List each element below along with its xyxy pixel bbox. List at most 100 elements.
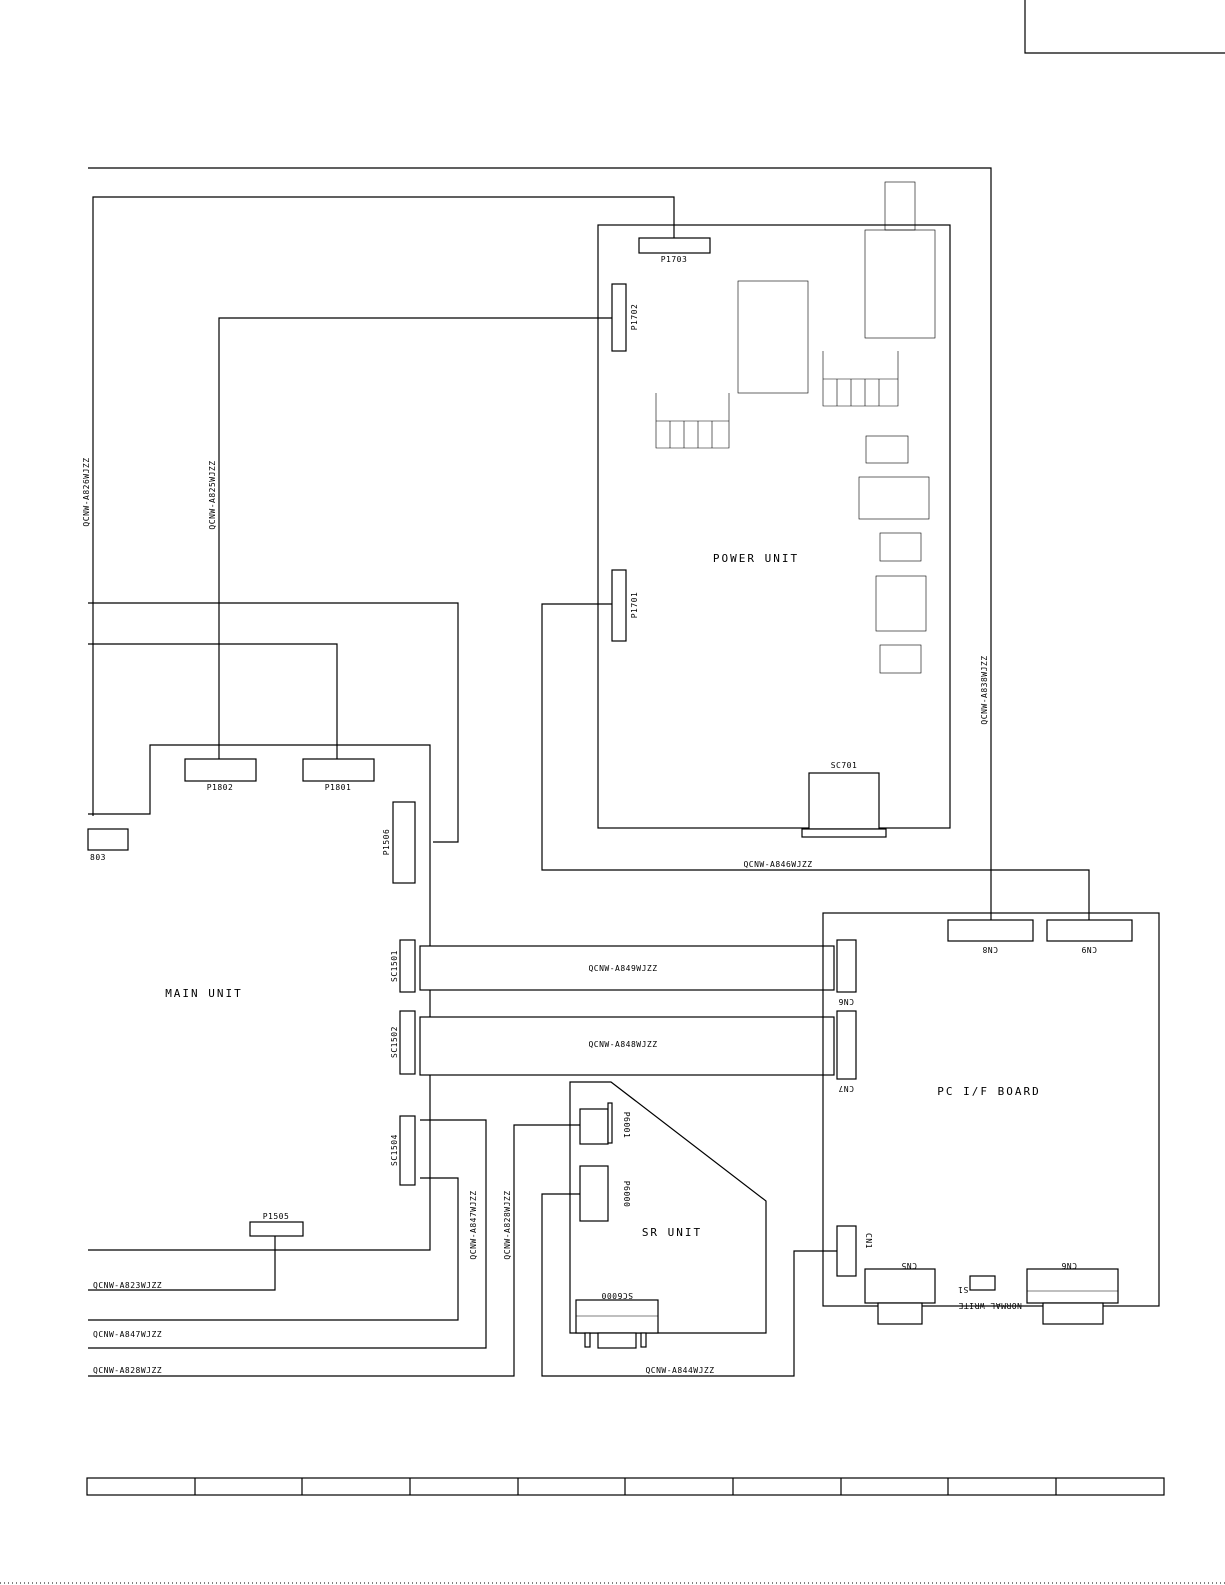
label-cn7: CN7 xyxy=(838,1084,854,1093)
power-unit-label: POWER UNIT xyxy=(713,552,799,565)
label-a828: QCNW-A828WJZZ xyxy=(93,1366,162,1375)
label-a848: QCNW-A848WJZZ xyxy=(588,1040,657,1049)
connector-p6001-tab xyxy=(607,1102,613,1144)
cable-labels: QCNW-A826WJZZ QCNW-A825WJZZ QCNW-A838WJZ… xyxy=(82,457,989,1375)
connector-p1505 xyxy=(249,1221,304,1237)
label-p6000: P6000 xyxy=(622,1181,631,1208)
wires xyxy=(88,167,1090,1377)
wire-a838 xyxy=(88,167,992,920)
connector-sc1502 xyxy=(399,1010,416,1075)
label-p1803: 803 xyxy=(90,853,106,862)
flat-cable-a849 xyxy=(419,945,835,991)
wire-p1801 xyxy=(88,643,338,759)
connector-cn1 xyxy=(836,1225,857,1277)
label-a847: QCNW-A847WJZZ xyxy=(93,1330,162,1339)
component-ic-1 xyxy=(865,435,909,464)
label-p1506: P1506 xyxy=(382,829,391,856)
label-a823: QCNW-A823WJZZ xyxy=(93,1281,162,1290)
component-transformer xyxy=(737,280,809,394)
connector-sc6000-plug xyxy=(597,1332,637,1349)
connector-p1702 xyxy=(611,283,627,352)
heatsink-left xyxy=(655,393,730,449)
label-p1801: P1801 xyxy=(325,783,352,792)
flat-cables: QCNW-A849WJZZ QCNW-A848WJZZ xyxy=(419,945,835,1076)
component-filter-block xyxy=(864,229,936,339)
label-sc1502: SC1502 xyxy=(390,1026,399,1058)
main-unit: P1802 P1801 803 P1506 SC1501 SC1502 SC15… xyxy=(87,758,416,1237)
label-a828-vertical: QCNW-A828WJZZ xyxy=(503,1190,512,1259)
label-p1505: P1505 xyxy=(263,1212,290,1221)
label-cn8: CN8 xyxy=(982,945,998,954)
grid-strip xyxy=(86,1477,1165,1496)
pcif-board-outline xyxy=(822,912,1160,1307)
label-sc701: SC701 xyxy=(831,761,858,770)
wire-a828b xyxy=(88,1124,580,1377)
component-fuse-holder xyxy=(884,181,916,231)
connector-cn6 xyxy=(836,939,857,993)
pcif-board: CN8 CN9 CN6 CN7 CN1 PC I/F BOARD CN5 CN6… xyxy=(822,912,1160,1325)
connector-cn6-db-plug xyxy=(1042,1302,1104,1325)
label-a844: QCNW-A844WJZZ xyxy=(645,1366,714,1375)
component-ic-3 xyxy=(879,532,922,562)
component-ic-2 xyxy=(858,476,930,520)
connector-cn9 xyxy=(1046,919,1133,942)
label-a847-vertical: QCNW-A847WJZZ xyxy=(469,1190,478,1259)
heatsink-right xyxy=(822,351,899,407)
label-cn1: CN1 xyxy=(864,1233,873,1249)
wire-a844 xyxy=(541,1193,837,1377)
wire-p1505 xyxy=(88,1233,276,1291)
wire-p1803 xyxy=(88,744,431,1251)
label-cn6-db: CN6 xyxy=(1061,1261,1077,1270)
connector-sc701 xyxy=(808,772,880,830)
connector-p6001 xyxy=(579,1108,609,1145)
label-sc1504: SC1504 xyxy=(390,1134,399,1166)
label-sc1501: SC1501 xyxy=(390,950,399,982)
connector-cn7 xyxy=(836,1010,857,1080)
label-cn5: CN5 xyxy=(901,1261,917,1270)
wire-a847 xyxy=(88,1177,459,1321)
power-unit-board xyxy=(597,224,951,829)
label-a849: QCNW-A849WJZZ xyxy=(588,964,657,973)
connector-cn6-db xyxy=(1026,1268,1119,1304)
sr-unit: P6001 P6000 SR UNIT SC6000 xyxy=(569,1081,767,1349)
wire-p1506 xyxy=(88,602,459,843)
label-cn6: CN6 xyxy=(838,997,854,1006)
label-p6001: P6001 xyxy=(622,1112,631,1139)
label-p1703: P1703 xyxy=(661,255,688,264)
switch-s1 xyxy=(969,1275,996,1291)
connector-sc6000-screw-l xyxy=(584,1332,591,1348)
label-a825: QCNW-A825WJZZ xyxy=(208,460,217,529)
connector-p1802 xyxy=(184,758,257,782)
label-a838: QCNW-A838WJZZ xyxy=(980,655,989,724)
connector-sc1504 xyxy=(399,1115,416,1186)
connector-cn5-plug xyxy=(877,1302,923,1325)
label-p1701: P1701 xyxy=(630,592,639,619)
connector-sc6000-screw-r xyxy=(640,1332,647,1348)
sr-unit-outline xyxy=(569,1081,767,1334)
label-a826: QCNW-A826WJZZ xyxy=(82,457,91,526)
connector-p6000 xyxy=(579,1165,609,1222)
wire-a846 xyxy=(541,603,1090,920)
wire-a828 xyxy=(88,1119,487,1349)
connector-cn5 xyxy=(864,1268,936,1304)
connector-sc701-flange xyxy=(801,828,887,838)
label-a846: QCNW-A846WJZZ xyxy=(743,860,812,869)
connector-p1803 xyxy=(87,828,129,851)
power-unit: P1703 P1702 P1701 POWER UNIT SC701 xyxy=(597,181,951,838)
connector-p1506 xyxy=(392,801,416,884)
connector-p1703 xyxy=(638,237,711,254)
label-sc6000: SC6000 xyxy=(601,1291,633,1300)
label-p1702: P1702 xyxy=(630,304,639,331)
pcif-board-label: PC I/F BOARD xyxy=(937,1085,1040,1098)
label-p1802: P1802 xyxy=(207,783,234,792)
connector-p1801 xyxy=(302,758,375,782)
label-s1: S1 xyxy=(958,1285,969,1294)
connector-sc6000 xyxy=(575,1299,659,1334)
label-normal-write: NORMAL WRITE xyxy=(958,1301,1022,1310)
component-ic-4 xyxy=(875,575,927,632)
sr-unit-label: SR UNIT xyxy=(642,1226,702,1239)
connector-sc1501 xyxy=(399,939,416,993)
wire-a825 xyxy=(218,317,613,759)
main-unit-label: MAIN UNIT xyxy=(165,987,243,1000)
